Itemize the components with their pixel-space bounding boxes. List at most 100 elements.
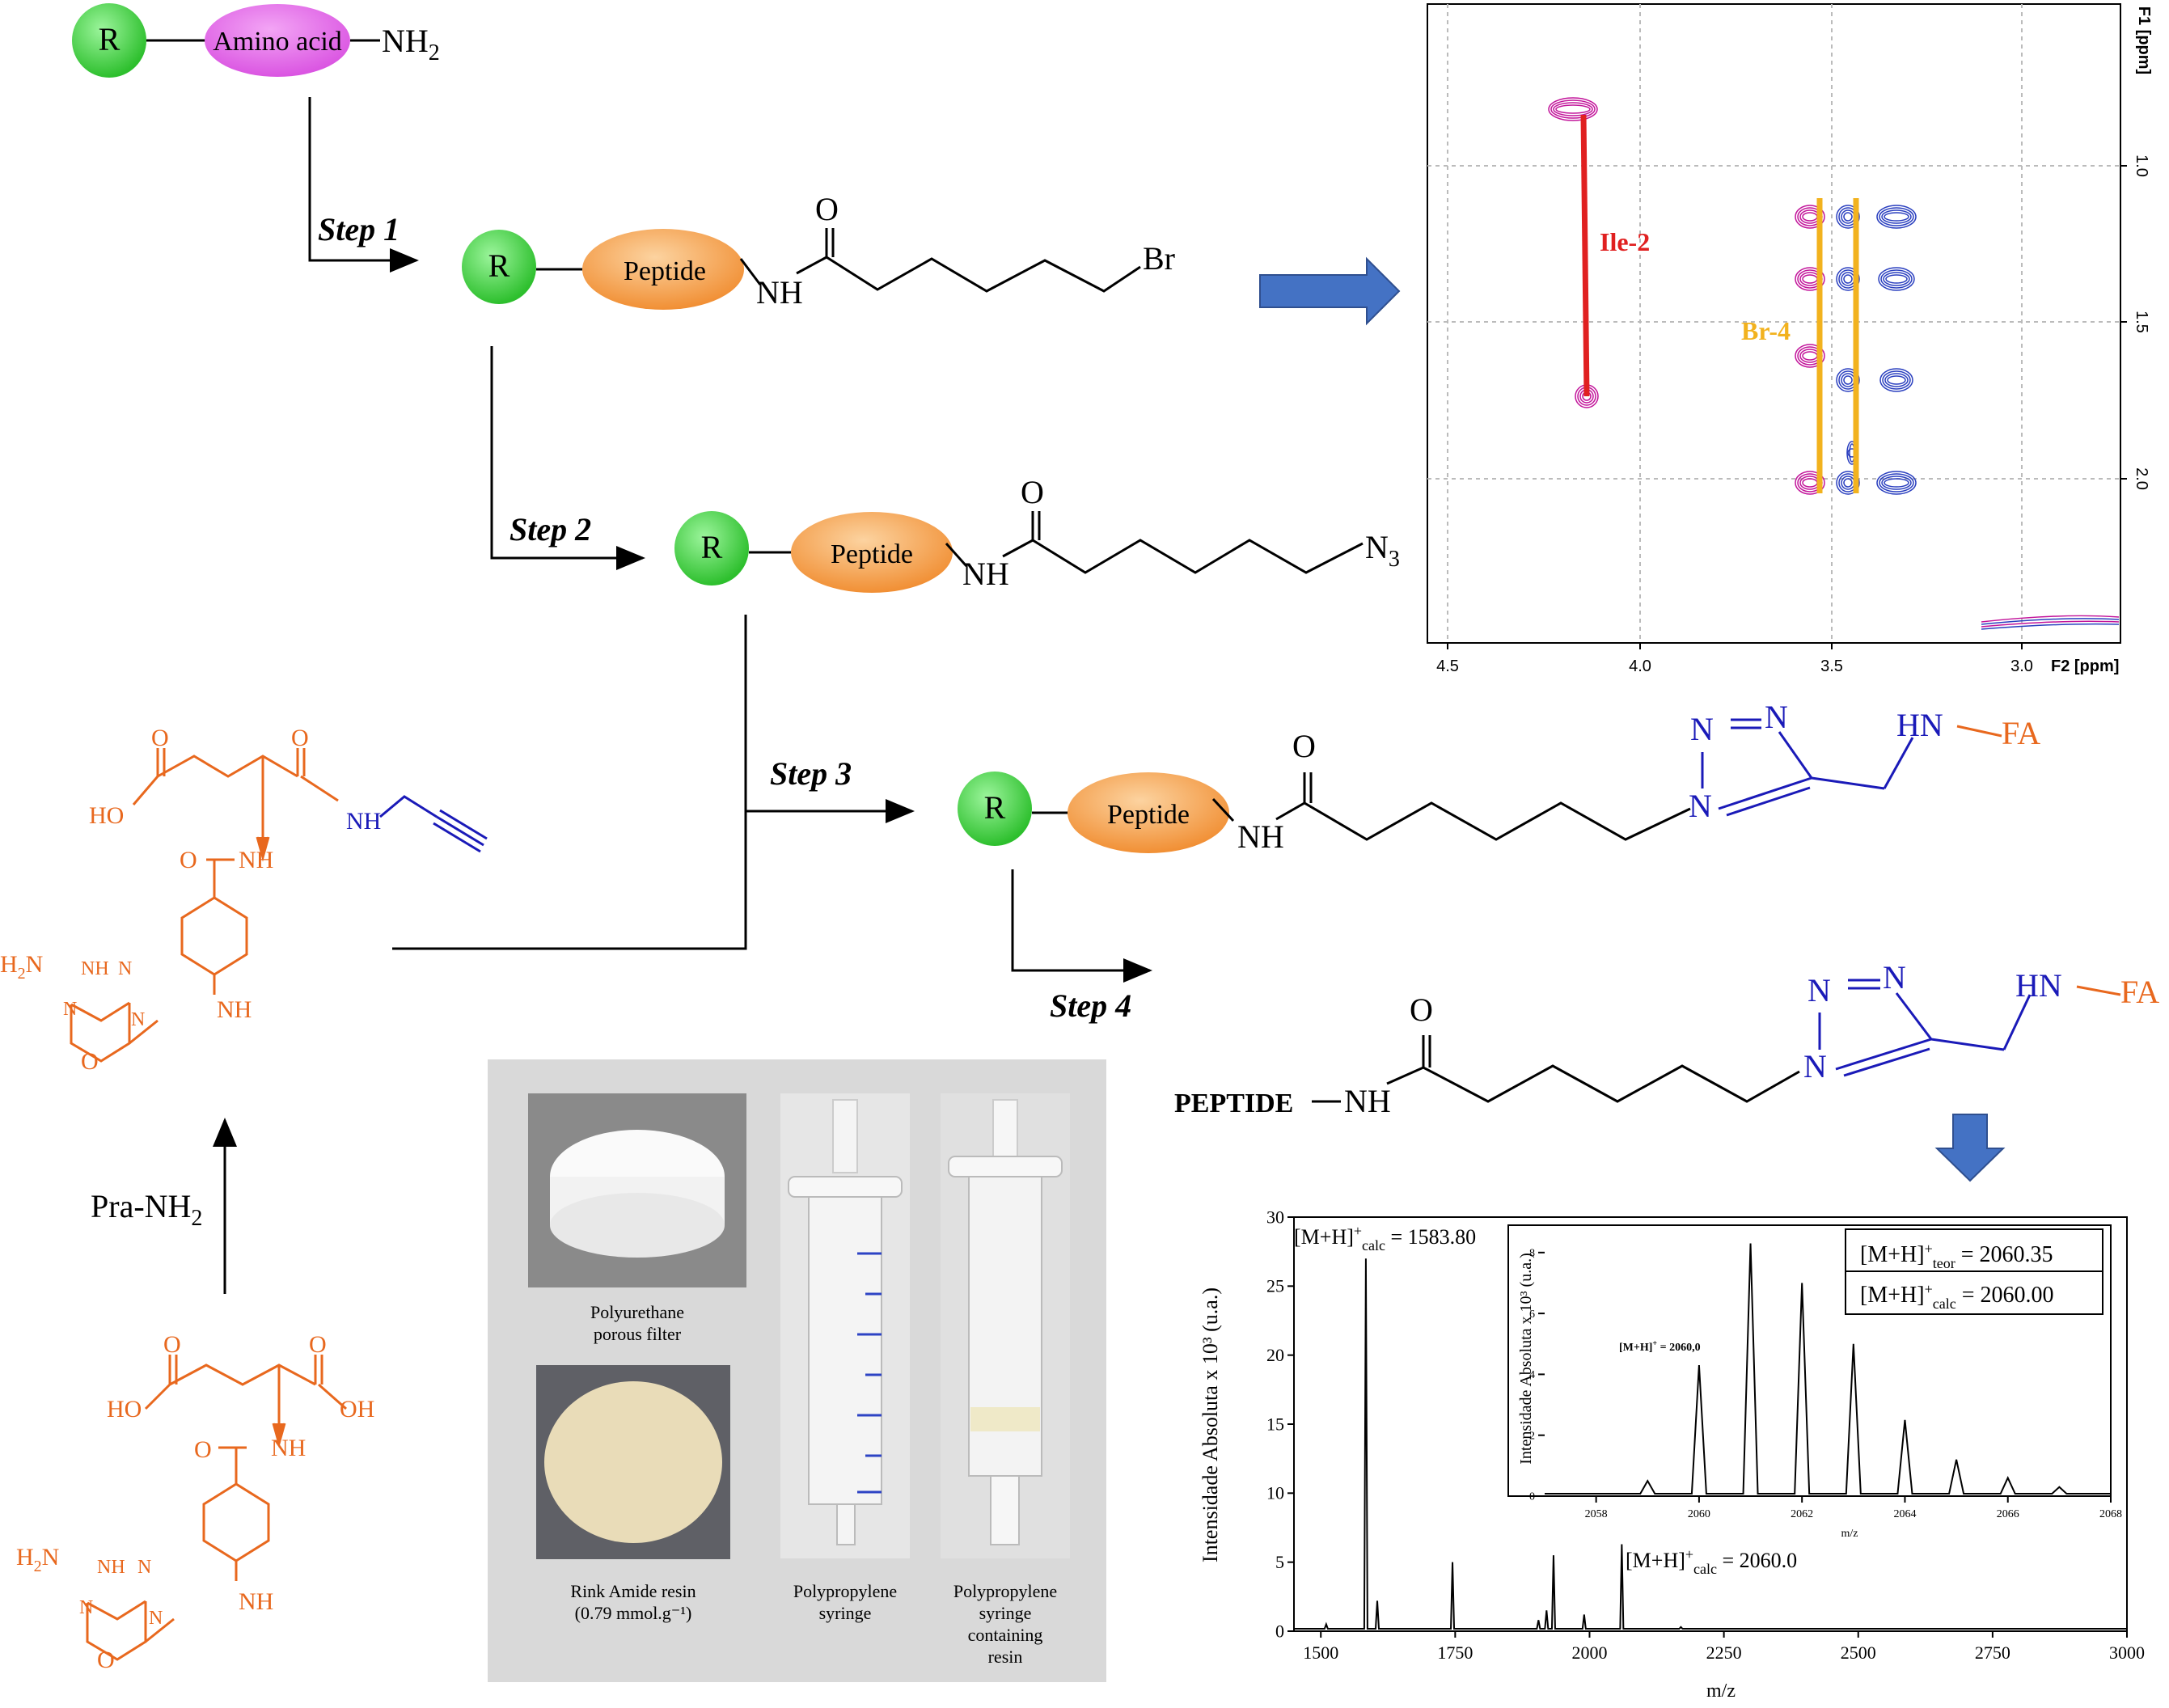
nmr-crosspeak <box>1795 344 1825 368</box>
svg-text:N: N <box>118 958 132 979</box>
svg-text:R: R <box>488 247 510 284</box>
nmr-plot: Ile-2 Br-4 4.5 4.0 3.5 3.0 F2 [ppm] 1.0 … <box>1427 3 2153 675</box>
svg-text:NH: NH <box>962 556 1009 592</box>
svg-text:N: N <box>1803 1048 1827 1084</box>
blue-arrow-down <box>1934 1114 2006 1182</box>
propargyl-group: NH <box>346 795 488 853</box>
svg-text:NH: NH <box>217 996 252 1023</box>
ms-annot-1: [M+H]+calc = 1583.80 <box>1294 1223 1476 1254</box>
svg-text:NH2: NH2 <box>382 23 440 66</box>
nmr-crosspeak <box>1548 97 1598 121</box>
svg-text:HO: HO <box>89 802 124 829</box>
ms-main-xtick-label: 3000 <box>2109 1642 2145 1663</box>
nmr-baseline-signal <box>1981 618 2120 625</box>
svg-text:N: N <box>1689 788 1712 824</box>
nmr-crosspeak <box>1884 212 1909 222</box>
nmr-baseline-signal <box>1981 615 2120 623</box>
svg-text:O: O <box>1021 474 1044 510</box>
svg-text:NH: NH <box>81 958 109 979</box>
ms-main-ytick-label: 20 <box>1266 1345 1284 1365</box>
propargyl-folate-labels: O O HO O NH NH H2N NH N N N O <box>0 725 309 1075</box>
svg-text:Br: Br <box>1143 240 1175 277</box>
blue-arrow-right <box>1259 256 1401 326</box>
folic-acid-labels: O O HO OH O NH NH H2N NH N N N O <box>16 1331 374 1673</box>
svg-text:PEPTIDE: PEPTIDE <box>1174 1089 1293 1118</box>
nmr-crosspeak <box>1879 473 1914 493</box>
ms-inset-xtick-label: 2058 <box>1585 1508 1608 1520</box>
ms-main-xtick-label: 2000 <box>1571 1642 1607 1663</box>
ms-xlabel: m/z <box>1706 1681 1736 1702</box>
svg-text:H2N: H2N <box>0 951 43 983</box>
r-label: R <box>99 21 120 57</box>
nmr-crosspeak <box>1836 205 1860 229</box>
ms-inset-xtick-label: 2064 <box>1893 1508 1916 1520</box>
svg-text:O: O <box>1410 991 1433 1028</box>
ms-main-xtick-label: 2500 <box>1841 1642 1876 1663</box>
nmr-crosspeak <box>1878 267 1915 291</box>
svg-text:HN: HN <box>1896 707 1943 743</box>
svg-text:1.5: 1.5 <box>2133 311 2150 333</box>
svg-text:N: N <box>149 1608 163 1629</box>
svg-text:HO: HO <box>107 1396 142 1423</box>
nmr-crosspeak <box>1881 209 1912 224</box>
nmr-crosspeak <box>1885 274 1908 284</box>
ms-inset-ytick-label: 4 <box>1529 1369 1535 1381</box>
inset-box-calc: [M+H]+calc = 2060.00 <box>1860 1281 2053 1312</box>
nmr-crosspeak <box>1879 207 1914 226</box>
ms-main-ytick-label: 30 <box>1266 1207 1284 1227</box>
caption-resin: Rink Amide resin(0.79 mmol.g⁻¹) <box>570 1581 696 1623</box>
ms-inset-ytick-label: 2 <box>1529 1430 1535 1442</box>
svg-text:N: N <box>63 999 77 1020</box>
nmr-crosspeak <box>1876 205 1917 229</box>
svg-text:Peptide: Peptide <box>831 539 913 569</box>
ms-ylabel: Intensidade Absoluta x 10³ (u.a.) <box>1199 1287 1222 1562</box>
svg-text:NH: NH <box>239 1588 273 1615</box>
svg-text:4.0: 4.0 <box>1629 657 1651 675</box>
amino-acid-label: Amino acid <box>213 27 342 57</box>
nmr-crosspeak <box>1795 471 1825 495</box>
nmr-crosspeak <box>1843 274 1853 284</box>
ms-main-xtick-label: 2750 <box>1975 1642 2010 1663</box>
nmr-crosspeak <box>1550 99 1596 119</box>
svg-text:NH: NH <box>1344 1083 1391 1119</box>
svg-text:NH: NH <box>239 847 273 873</box>
svg-text:O: O <box>180 847 197 873</box>
ile-2-line <box>1580 114 1590 397</box>
svg-text:1.0: 1.0 <box>2133 154 2150 177</box>
svg-text:4.5: 4.5 <box>1436 657 1459 675</box>
svg-text:O: O <box>815 191 839 227</box>
inset-peak-annot: [M+H]+ = 2060,0 <box>1619 1339 1701 1354</box>
ms-main-ytick-label: 5 <box>1275 1552 1284 1572</box>
nmr-crosspeak <box>1836 368 1860 392</box>
nmr-crosspeak <box>1836 267 1860 291</box>
svg-text:NH: NH <box>756 274 803 311</box>
ms-main-ytick-label: 10 <box>1266 1483 1284 1503</box>
nmr-crosspeak <box>1880 269 1913 289</box>
nmr-crosspeak <box>1887 375 1906 385</box>
svg-text:FA: FA <box>2120 974 2159 1010</box>
nmr-crosspeak <box>1795 205 1825 229</box>
nmr-crosspeak <box>1876 471 1917 495</box>
svg-text:NH: NH <box>1237 818 1284 855</box>
svg-text:O: O <box>194 1436 212 1463</box>
svg-text:Peptide: Peptide <box>1107 800 1190 830</box>
nmr-crosspeak <box>1843 375 1853 385</box>
step-4-label: Step 4 <box>1050 987 1131 1024</box>
svg-text:NH: NH <box>271 1435 306 1461</box>
starting-material: R Amino acid NH2 <box>72 3 440 78</box>
step-1-label: Step 1 <box>318 211 400 247</box>
svg-text:F1 [ppm]: F1 [ppm] <box>2135 6 2153 74</box>
svg-text:R: R <box>984 789 1006 826</box>
pra-nh2-label: Pra-NH2 <box>91 1188 202 1231</box>
svg-text:N: N <box>1808 972 1831 1008</box>
ile-2-label: Ile-2 <box>1600 227 1650 256</box>
ms-main-ytick-label: 25 <box>1266 1276 1284 1296</box>
svg-text:Peptide: Peptide <box>624 256 706 286</box>
ms-main-xtick-label: 1750 <box>1437 1642 1473 1663</box>
final-product: PEPTIDE NH O N N N HN FA <box>1174 959 2159 1119</box>
